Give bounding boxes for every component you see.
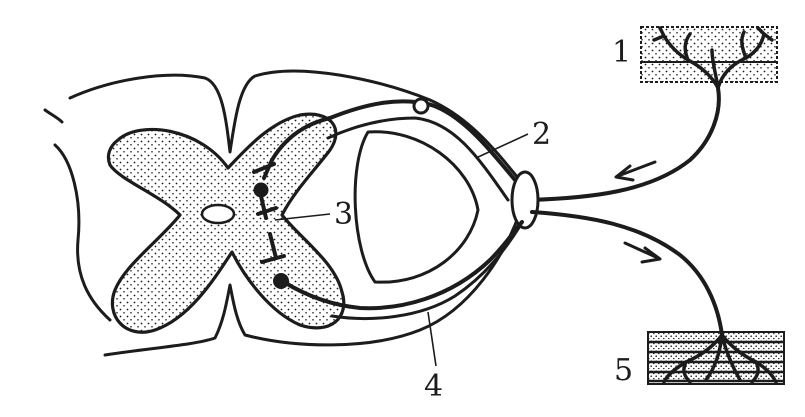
afferent-arrow <box>616 162 655 180</box>
efferent-arrow <box>625 243 660 262</box>
spinal-nerve-junction <box>512 172 538 228</box>
label-receptor: 1 <box>612 35 631 70</box>
receptor-skin <box>641 27 777 88</box>
label-interneuron: 3 <box>334 197 353 232</box>
label-efferent-neuron: 4 <box>424 369 443 404</box>
label-effector: 5 <box>614 353 633 388</box>
label-afferent-neuron: 2 <box>532 117 551 152</box>
central-canal <box>202 205 234 223</box>
effector-muscle <box>648 332 784 384</box>
motor-neuron-cell <box>273 273 289 289</box>
afferent-neuron <box>272 88 719 200</box>
ganglion-cell <box>414 99 428 113</box>
root-loop <box>355 132 478 282</box>
